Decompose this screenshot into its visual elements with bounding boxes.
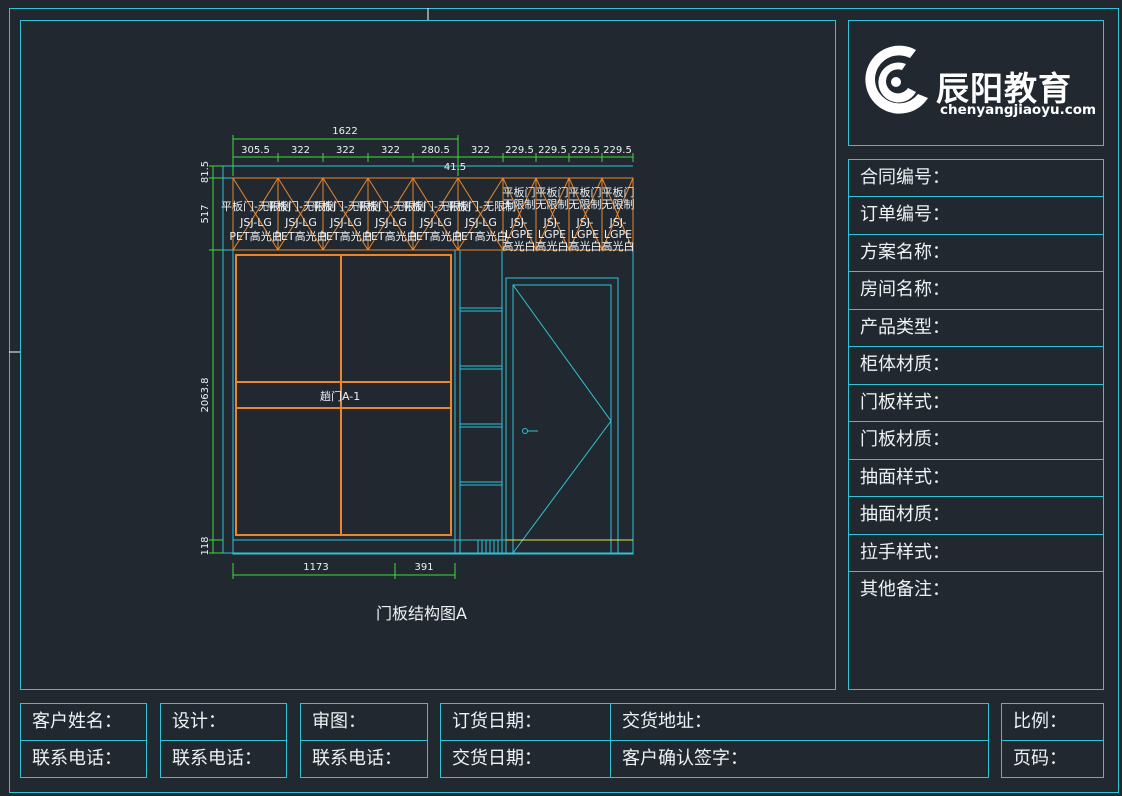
right-label-b-3: 无限制 [569,198,602,211]
right-label-a-3: 平板门 [569,185,602,199]
logo-box [848,20,1104,146]
right-label-d-3: LGPE [571,228,599,241]
dim-top-text-3: 322 [336,145,355,156]
logo-name: 辰阳教育 [936,69,1072,108]
right-label-d-4: LGPE [604,228,632,241]
dim-top-text-7: 229.5 [505,145,534,156]
right-label-c-2: JSJ- [542,216,560,229]
top-panel-mark-b-1 [232,213,279,251]
right-label-d-2: LGPE [538,228,566,241]
logo-domain: chenyangjiaoyu.com [940,102,1097,118]
top-panel-mark-b-2 [277,213,324,251]
dim-left-text-4: 118 [200,536,211,555]
door-frame-inner [512,284,612,554]
outer-frame [9,8,1119,793]
panel-label-b-2: JSJ-LG [284,216,317,229]
dim-left-text-3: 2063.8 [200,378,211,413]
top-panel-mark-b-3 [322,213,369,251]
dim-bottom-text-1: 1173 [303,562,328,573]
page-cell: 页码： [1001,740,1104,778]
panel-label-c-5: PET高光白 [409,229,462,243]
door-handle [522,428,528,434]
dim-top-text-6: 322 [471,145,490,156]
info-field-12: 其他备注： [848,571,1104,690]
dim-top-text-4: 322 [381,145,400,156]
dim-left-text-2: 517 [200,204,211,223]
logo-swirl-icon [865,45,928,114]
dim-top-text-8: 229.5 [538,145,567,156]
right-label-b-4: 无限制 [602,198,635,211]
dim-small-text: 41.5 [444,162,466,173]
dim-top-text-1: 305.5 [241,145,270,156]
panel-label-a-3: 平板门-无限制 [311,199,381,213]
dim-total-text: 1622 [332,126,357,137]
right-label-a-1: 平板门 [503,185,536,199]
right-label-b-2: 无限制 [536,198,569,211]
panel-label-b-5: JSJ-LG [419,216,452,229]
top-panel-mark-b-6 [457,213,504,251]
top-panel-mark-b-4 [367,213,414,251]
sliding-door-right [340,254,452,536]
right-label-a-4: 平板门 [602,185,635,199]
dim-top-text-2: 322 [291,145,310,156]
dim-top-text-5: 280.5 [421,145,450,156]
top-panel-mark-b-10 [601,212,634,251]
right-label-e-1: 高光白 [503,239,536,253]
cabinet-body-outline [232,249,634,555]
review-phone-cell: 联系电话： [300,740,428,778]
dim-top-text-10: 229.5 [603,145,632,156]
panel-label-b-6: JSJ-LG [464,216,497,229]
panel-label-a-6: 平板门-无限制 [446,199,516,213]
panel-label-c-2: PET高光白 [274,229,327,243]
top-panel-mark-b-5 [412,213,459,251]
top-panel-10 [601,177,634,251]
panel-label-a-5: 平板门-无限制 [401,199,471,213]
top-panel-mark-b-8 [535,212,570,251]
drawing-caption: 门板结构图A [376,604,467,623]
panel-label-c-3: PET高光白 [319,229,372,243]
panel-label-c-1: PET高光白 [229,229,282,243]
panel-label-a-2: 平板门-无限制 [266,199,336,213]
right-label-e-2: 高光白 [536,239,569,253]
panel-label-b-3: JSJ-LG [329,216,362,229]
customer-sign-cell: 客户确认签字： [610,740,989,778]
dim-left-text-1: 81.5 [200,161,211,183]
dim-top-text-9: 229.5 [571,145,600,156]
panel-label-c-6: PET高光白 [454,229,507,243]
right-label-e-3: 高光白 [569,239,602,253]
door-swing-mark [512,284,612,554]
drawing-frame [20,20,836,690]
door-frame-outer [505,277,619,554]
right-label-e-4: 高光白 [602,239,635,253]
dim-bottom-text-2: 391 [414,562,433,573]
panel-label-c-4: PET高光白 [364,229,417,243]
panel-label-a-1: 平板门-无限制 [221,199,291,213]
right-label-c-4: JSJ- [608,216,626,229]
right-label-b-1: 无限制 [503,198,536,211]
panel-label-b-1: JSJ-LG [239,216,272,229]
panel-label-b-4: JSJ-LG [374,216,407,229]
right-label-a-2: 平板门 [536,185,569,199]
top-panel-mark-b-7 [502,212,537,251]
panel-label-a-4: 平板门-无限制 [356,199,426,213]
right-label-c-3: JSJ- [575,216,593,229]
design-phone-cell: 联系电话： [160,740,287,778]
sliding-door-label: 趟门A-1 [320,390,361,403]
right-label-d-1: LGPE [505,228,533,241]
right-label-c-1: JSJ- [509,216,527,229]
customer-phone-cell: 联系电话： [20,740,147,778]
top-panel-mark-b-9 [568,212,603,251]
